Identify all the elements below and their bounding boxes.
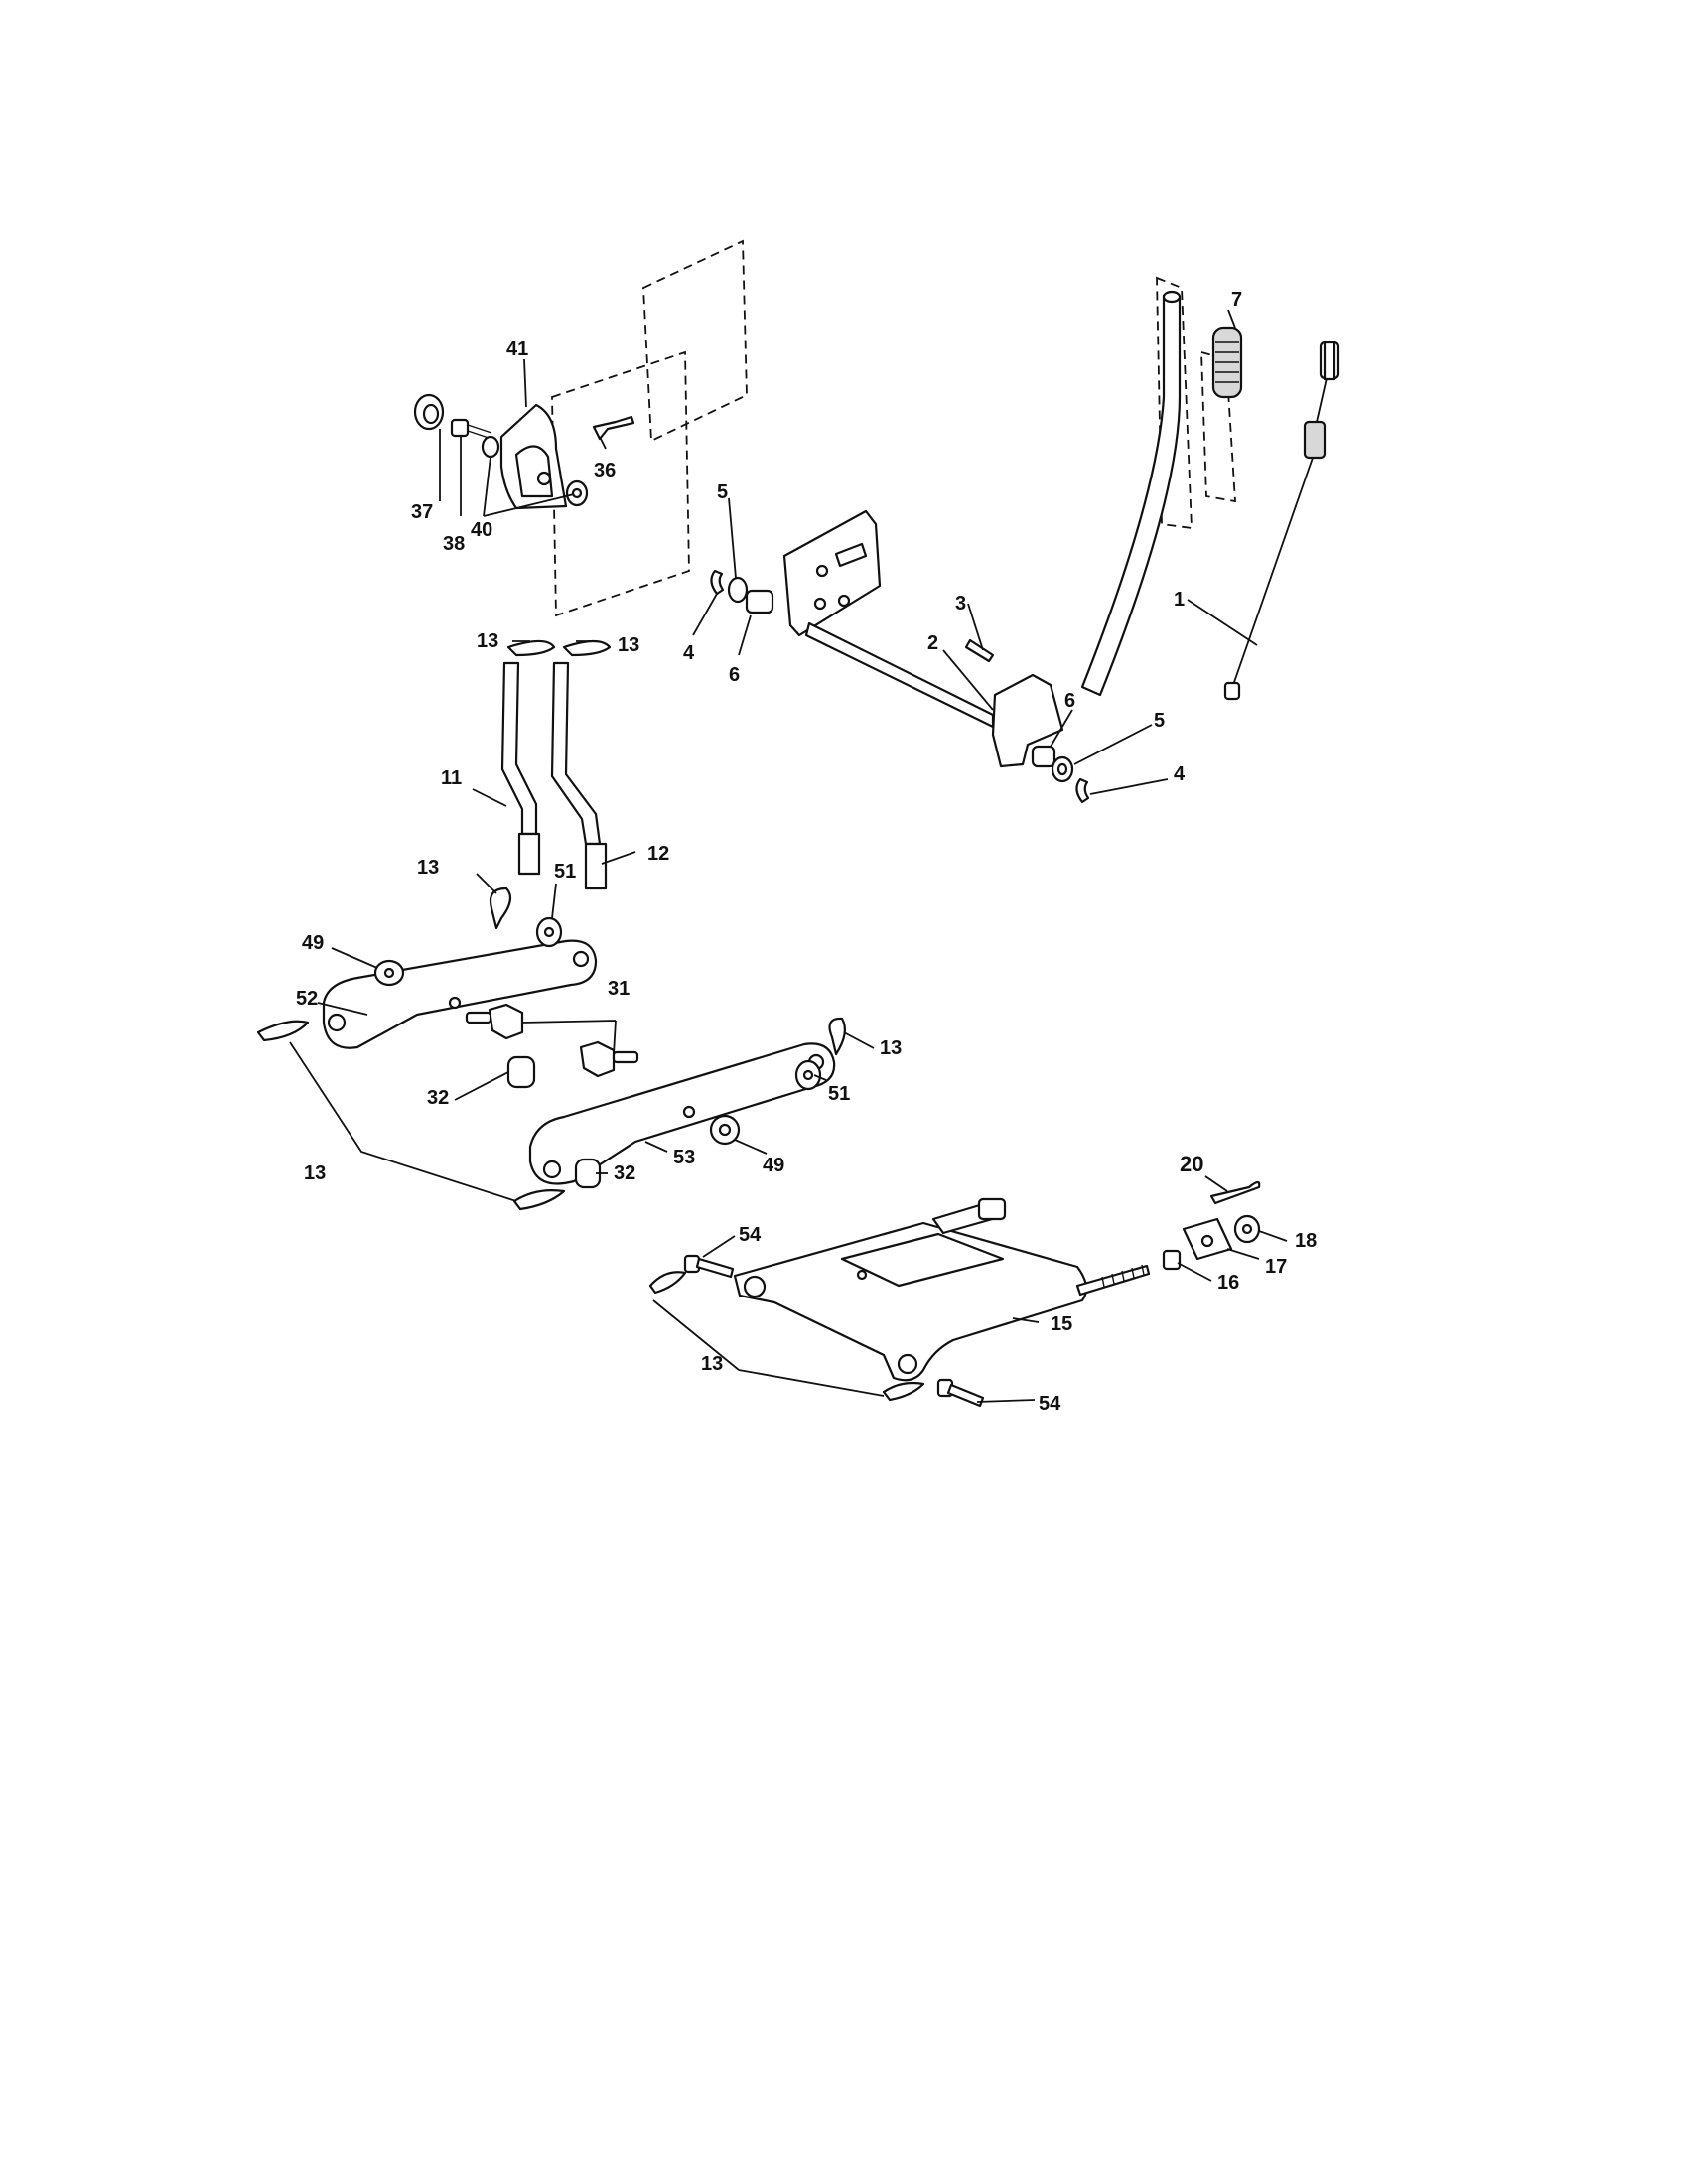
front-bracket-15	[733, 1197, 1088, 1382]
pin-20	[1209, 1180, 1261, 1205]
bolt-38	[450, 418, 492, 440]
callout-17: 17	[1265, 1256, 1287, 1278]
callout-54a: 54	[739, 1224, 762, 1246]
washer-40	[481, 435, 589, 507]
callout-18: 18	[1295, 1230, 1317, 1252]
bolt-54	[683, 1254, 985, 1408]
lift-bracket-41	[499, 403, 568, 510]
nut-16	[1162, 1249, 1182, 1271]
callout-40: 40	[471, 519, 492, 541]
callout-53: 53	[673, 1147, 695, 1168]
callout-6b: 6	[1064, 690, 1075, 712]
lift-link-12	[550, 661, 608, 890]
callout-37: 37	[411, 501, 433, 523]
callout-6a: 6	[729, 664, 740, 686]
callout-13e: 13	[304, 1162, 326, 1184]
callout-13f: 13	[701, 1353, 723, 1375]
knob-37	[413, 393, 445, 431]
callout-1: 1	[1174, 589, 1185, 611]
callout-54b: 54	[1039, 1393, 1061, 1415]
grip-7	[1211, 326, 1243, 399]
callout-20: 20	[1180, 1152, 1203, 1176]
callout-3: 3	[955, 593, 966, 614]
washer-5-left	[727, 576, 749, 604]
callout-5a: 5	[717, 481, 728, 503]
callout-16: 16	[1217, 1272, 1239, 1294]
callout-32b: 32	[614, 1162, 635, 1184]
spring-pin-3	[964, 638, 995, 663]
callout-49a: 49	[302, 932, 324, 954]
hairpin-13-arms	[256, 1017, 847, 1211]
callout-51b: 51	[828, 1083, 850, 1105]
leader-lines	[289, 309, 1288, 1403]
callout-41: 41	[506, 339, 528, 360]
adjust-rod	[1075, 1264, 1151, 1297]
callout-2: 2	[927, 632, 938, 654]
bushing-6-right	[1031, 745, 1056, 768]
lift-arm-53	[528, 1042, 836, 1185]
callout-51a: 51	[554, 861, 576, 883]
pivot-plate	[782, 509, 882, 637]
lift-lever	[991, 290, 1182, 768]
lift-arm-52	[322, 939, 598, 1049]
hairpin-13-link	[489, 887, 512, 930]
callout-7: 7	[1231, 289, 1242, 311]
lift-link-11	[500, 661, 541, 876]
clip-4-right	[1075, 777, 1090, 804]
hairpin-13-top	[506, 639, 612, 657]
callout-32a: 32	[427, 1087, 449, 1109]
callout-13c: 13	[417, 857, 439, 879]
callout-38: 38	[443, 533, 465, 555]
bushing-6-left	[745, 589, 774, 614]
callout-52: 52	[296, 988, 318, 1010]
washer-5-right	[1051, 755, 1074, 783]
lift-cable-1	[1223, 341, 1340, 701]
callout-11: 11	[441, 767, 462, 789]
hairpin-13-bracket	[648, 1271, 925, 1402]
callout-36: 36	[594, 460, 616, 481]
washer-51	[535, 916, 822, 1091]
spacer-32	[506, 1055, 602, 1189]
spring-clip-36	[592, 415, 635, 441]
callout-5b: 5	[1154, 710, 1165, 732]
callout-labels: 1 2 3 4 4 5 5 6 6 7 11 12 13 13 13 13 13…	[296, 289, 1317, 1415]
callout-13b: 13	[618, 634, 639, 656]
callout-12: 12	[647, 843, 669, 865]
callout-13a: 13	[477, 630, 498, 652]
callout-15: 15	[1051, 1313, 1072, 1335]
washer-49	[373, 959, 741, 1146]
trunnion-31	[465, 1003, 639, 1078]
nut-18	[1233, 1214, 1261, 1244]
callout-49b: 49	[763, 1155, 784, 1176]
callout-13d: 13	[880, 1037, 902, 1059]
clip-4-left	[710, 569, 725, 596]
callout-31: 31	[608, 978, 630, 1000]
callout-4b: 4	[1174, 763, 1186, 785]
trunnion-17	[1182, 1217, 1233, 1261]
callout-4a: 4	[683, 642, 695, 664]
